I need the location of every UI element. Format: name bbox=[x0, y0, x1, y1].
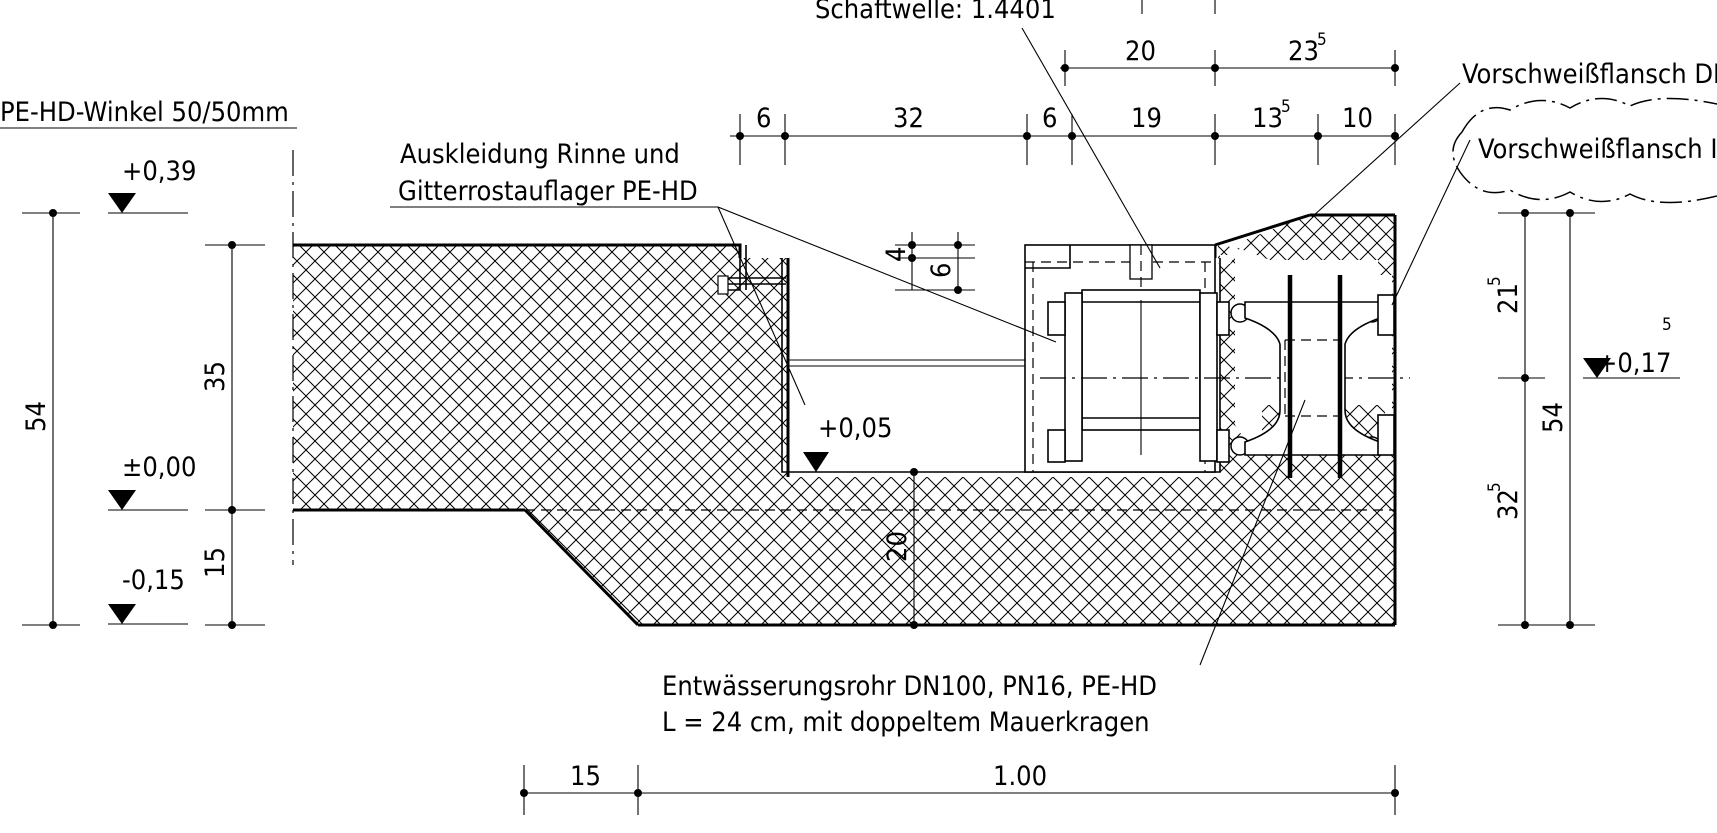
revision-cloud bbox=[1452, 97, 1717, 204]
label-rohr-1: Entwässerungsrohr DN100, PN16, PE-HD bbox=[662, 671, 1157, 702]
svg-text:-0,15: -0,15 bbox=[122, 565, 185, 596]
label-flansch-2: Vorschweißflansch I bbox=[1478, 134, 1717, 165]
svg-text:+0,05: +0,05 bbox=[818, 413, 892, 444]
dimension-chain-top: 20 23 5 6 32 6 19 13 5 10 bbox=[730, 0, 1399, 165]
svg-text:20: 20 bbox=[882, 531, 913, 562]
label-rohr-2: L = 24 cm, mit doppeltem Mauerkragen bbox=[662, 707, 1150, 738]
svg-text:1.00: 1.00 bbox=[993, 761, 1047, 792]
dimension-chain-left: 54 35 15 bbox=[21, 209, 265, 629]
label-auskleidung-2: Gitterrostauflager PE-HD bbox=[398, 176, 698, 207]
dimension-chain-bottom: 15 1.00 bbox=[520, 761, 1399, 815]
svg-text:32: 32 bbox=[1493, 489, 1524, 520]
svg-text:19: 19 bbox=[1131, 103, 1162, 134]
svg-text:21: 21 bbox=[1493, 283, 1524, 314]
svg-text:13: 13 bbox=[1252, 103, 1283, 134]
svg-text:6: 6 bbox=[1042, 103, 1057, 134]
pipe-assembly bbox=[1024, 244, 1410, 478]
dimension-channel-floor: 20 bbox=[882, 468, 918, 629]
concrete-section bbox=[292, 150, 1397, 627]
svg-text:10: 10 bbox=[1342, 103, 1373, 134]
svg-text:54: 54 bbox=[21, 401, 52, 432]
svg-text:20: 20 bbox=[1125, 36, 1156, 67]
dimension-chain-small: 4 6 bbox=[881, 232, 975, 294]
label-winkel: PE-HD-Winkel 50/50mm bbox=[0, 97, 289, 128]
svg-text:±0,00: ±0,00 bbox=[122, 452, 196, 483]
label-flansch-1: Vorschweißflansch DN bbox=[1462, 59, 1717, 90]
svg-text:+0,39: +0,39 bbox=[122, 156, 196, 187]
svg-text:5: 5 bbox=[1281, 97, 1291, 117]
pe-hd-angle bbox=[717, 245, 786, 295]
label-schaftwelle: Schaftwelle: 1.4401 bbox=[815, 0, 1056, 25]
level-marker-0175: +0,17 5 bbox=[1583, 315, 1680, 379]
svg-text:35: 35 bbox=[200, 361, 231, 392]
svg-text:32: 32 bbox=[893, 103, 924, 134]
svg-text:6: 6 bbox=[926, 263, 957, 278]
level-marker-m015: -0,15 bbox=[108, 565, 188, 625]
svg-text:5: 5 bbox=[1317, 30, 1327, 50]
level-marker-000: ±0,00 bbox=[108, 452, 196, 511]
svg-text:54: 54 bbox=[1538, 402, 1569, 433]
level-marker-005: +0,05 bbox=[803, 413, 892, 472]
svg-text:23: 23 bbox=[1288, 36, 1319, 67]
svg-text:5: 5 bbox=[1485, 276, 1505, 286]
svg-text:15: 15 bbox=[570, 761, 601, 792]
svg-text:+0,17: +0,17 bbox=[1597, 348, 1671, 379]
svg-text:6: 6 bbox=[756, 103, 771, 134]
svg-text:15: 15 bbox=[200, 547, 231, 578]
label-auskleidung-1: Auskleidung Rinne und bbox=[400, 139, 680, 170]
svg-text:5: 5 bbox=[1485, 482, 1505, 492]
svg-text:4: 4 bbox=[881, 247, 912, 262]
svg-text:5: 5 bbox=[1662, 315, 1672, 335]
dimension-chain-right: 21 5 54 32 5 bbox=[1485, 209, 1595, 629]
level-marker-039: +0,39 bbox=[108, 156, 196, 214]
leaders bbox=[0, 27, 1471, 666]
